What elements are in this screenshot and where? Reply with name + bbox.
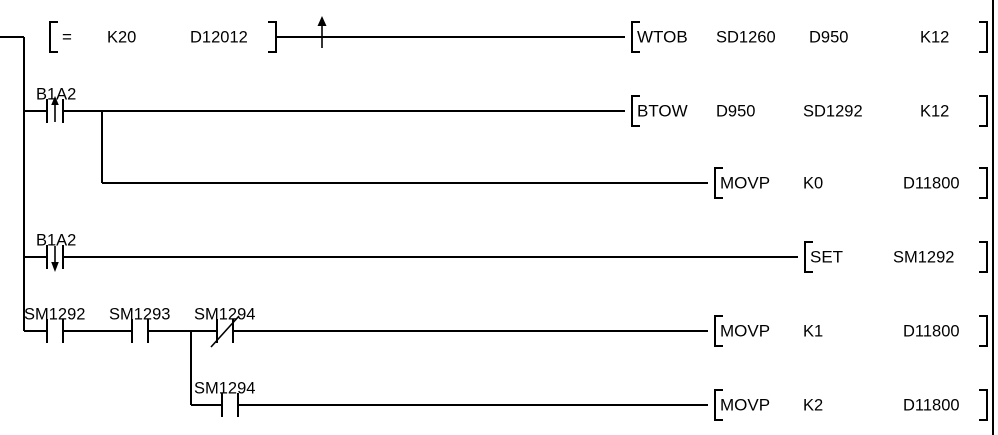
wtob-block-open-bracket <box>631 21 640 53</box>
movp-k1-operand-1: K1 <box>803 322 823 340</box>
wtob-block-close-bracket <box>979 21 988 53</box>
btow-operand-2: SD1292 <box>803 102 863 120</box>
contact-label-b1a2-rising: B1A2 <box>36 85 76 103</box>
contact-label-b1a2-falling: B1A2 <box>36 231 76 249</box>
btow-block-close-bracket <box>979 95 988 127</box>
instruction-mnemonic-movp-k2: MOVP <box>720 395 770 414</box>
compare-block-close-bracket <box>268 21 277 53</box>
compare-operand-2: D12012 <box>190 28 248 46</box>
compare-operand-1: K20 <box>107 28 136 46</box>
movp-k1-block-close-bracket <box>979 315 988 347</box>
movp-k0-block-open-bracket <box>714 167 723 199</box>
instruction-mnemonic-btow: BTOW <box>637 101 688 120</box>
btow-operand-3: K12 <box>920 102 949 120</box>
compare-operator: = <box>62 27 72 46</box>
movp-k0-operand-1: K0 <box>803 174 823 192</box>
btow-operand-1: D950 <box>716 102 755 120</box>
compare-block-open-bracket <box>49 21 58 53</box>
instruction-mnemonic-set: SET <box>810 247 843 266</box>
movp-k2-block-open-bracket <box>714 389 723 421</box>
contact-label-sm1293: SM1293 <box>109 305 170 323</box>
movp-k2-operand-1: K2 <box>803 396 823 414</box>
movp-k2-operand-2: D11800 <box>903 396 960 414</box>
btow-block-open-bracket <box>631 95 640 127</box>
rising-edge-pulse-icon <box>317 16 327 48</box>
rising-edge-arrow-icon-r2 <box>51 96 59 122</box>
wtob-operand-3: K12 <box>920 28 949 46</box>
instruction-mnemonic-movp-k0: MOVP <box>720 173 770 192</box>
falling-edge-arrow-icon-r4 <box>51 246 59 272</box>
set-block-close-bracket <box>979 241 988 273</box>
movp-k0-block-close-bracket <box>979 167 988 199</box>
instruction-mnemonic-movp-k1: MOVP <box>720 321 770 340</box>
wtob-operand-2: D950 <box>809 28 848 46</box>
movp-k1-operand-2: D11800 <box>903 322 960 340</box>
instruction-mnemonic-wtob: WTOB <box>637 27 688 46</box>
set-operand-1: SM1292 <box>893 248 954 266</box>
movp-k0-operand-2: D11800 <box>903 174 960 192</box>
contact-label-sm1294-no: SM1294 <box>194 379 255 397</box>
wtob-operand-1: SD1260 <box>716 28 776 46</box>
movp-k2-block-close-bracket <box>979 389 988 421</box>
movp-k1-block-open-bracket <box>714 315 723 347</box>
normally-closed-slash-icon <box>210 315 240 348</box>
contact-label-sm1294-nc: SM1294 <box>194 305 255 323</box>
set-block-open-bracket <box>804 241 813 273</box>
contact-label-sm1292: SM1292 <box>24 305 85 323</box>
